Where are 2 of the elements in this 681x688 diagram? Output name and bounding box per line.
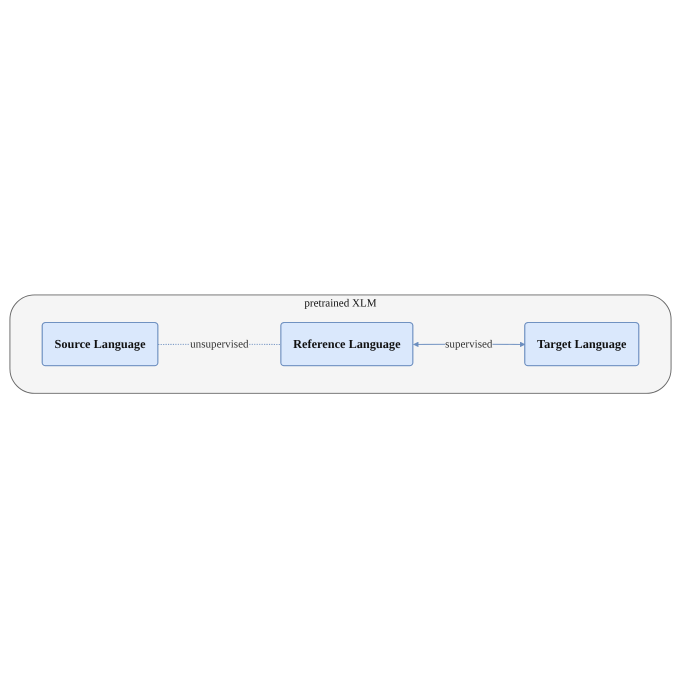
edge-label: supervised — [445, 338, 492, 350]
edge-label: unsupervised — [190, 338, 249, 350]
